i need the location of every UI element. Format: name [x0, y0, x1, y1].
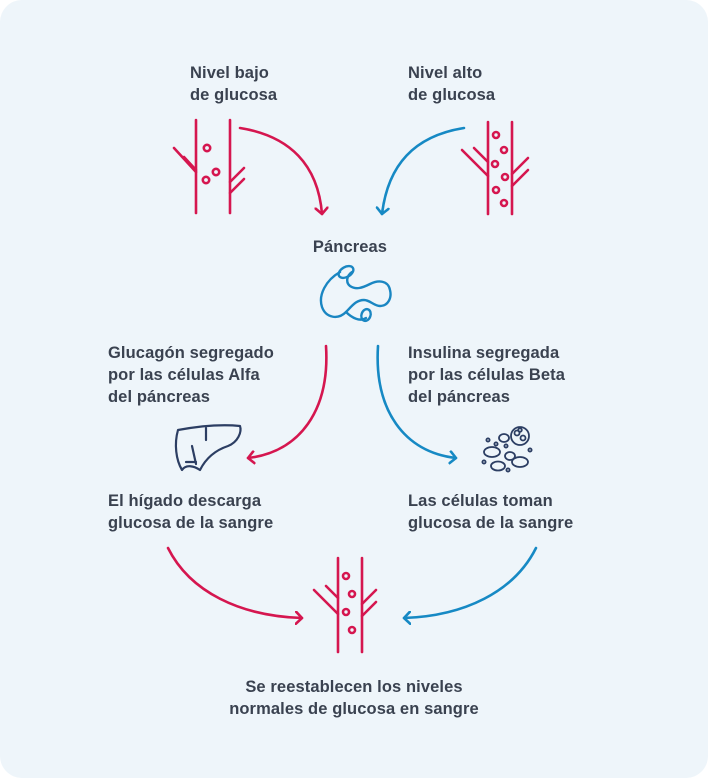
arrow-pancreas-to-cells [376, 344, 458, 458]
restored-levels-label: Se reestablecen los niveles normales de … [229, 678, 479, 718]
low-glucose-label: Nivel bajo de glucosa [190, 64, 278, 104]
high-glucose-label: Nivel alto de glucosa [408, 64, 496, 104]
high-glucose-vessel-icon [460, 120, 530, 216]
insulin-label: Insulina segregada por las células Beta … [408, 344, 565, 406]
arrow-high-to-pancreas [382, 126, 466, 216]
cells-take-label: Las células toman glucosa de la sangre [408, 492, 574, 532]
arrow-liver-to-normal [166, 546, 304, 618]
cells-icon [481, 426, 533, 473]
liver-release-label: El hígado descarga glucosa de la sangre [108, 492, 274, 532]
pancreas-icon [319, 264, 392, 323]
pancreas-label: Páncreas [312, 238, 388, 256]
normal-glucose-vessel-icon [312, 556, 378, 654]
low-glucose-vessel-icon [172, 118, 246, 215]
liver-icon [174, 424, 242, 472]
arrow-pancreas-to-liver [246, 344, 328, 458]
arrow-low-to-pancreas [238, 126, 322, 216]
glucagon-label: Glucagón segregado por las células Alfa … [108, 344, 274, 406]
arrow-cells-to-normal [402, 546, 538, 618]
